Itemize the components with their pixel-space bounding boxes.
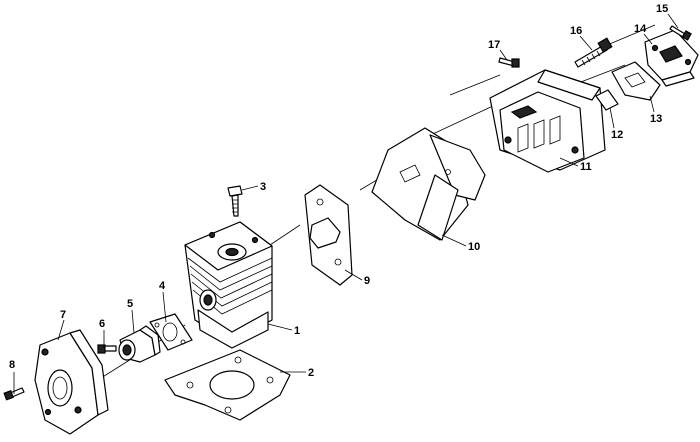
leader-lines (13, 13, 679, 394)
part-13-flange-gasket[interactable] (611, 61, 661, 101)
part-3-bolt[interactable] (227, 185, 243, 217)
part-2-base-gasket[interactable] (164, 349, 291, 421)
part-4-gasket[interactable] (149, 313, 193, 351)
label-part-2: 2 (308, 367, 314, 379)
label-part-11: 11 (580, 161, 592, 173)
part-15-screw[interactable] (669, 25, 692, 41)
part-1-cylinder[interactable] (184, 221, 273, 349)
label-part-12: 12 (611, 129, 623, 141)
label-part-6: 6 (99, 318, 105, 330)
part-12-gasket[interactable] (595, 89, 619, 111)
part-labels: 1 2 3 4 5 6 7 8 9 10 11 12 13 14 15 16 1… (9, 3, 668, 379)
label-part-7: 7 (60, 309, 66, 321)
part-11-muffler[interactable] (489, 69, 606, 173)
label-part-17: 17 (488, 39, 500, 51)
part-9-exhaust-gasket[interactable] (304, 184, 353, 286)
part-14-exhaust-flange[interactable] (644, 29, 699, 87)
label-part-13: 13 (650, 113, 662, 125)
label-part-8: 8 (9, 359, 15, 371)
part-7-intake-flange[interactable] (34, 329, 109, 435)
label-part-9: 9 (364, 275, 370, 287)
part-5-intake-fitting[interactable] (118, 325, 161, 363)
part-6-screw[interactable] (97, 344, 117, 354)
part-10-heat-shield[interactable] (371, 127, 486, 241)
label-part-1: 1 (294, 325, 300, 337)
label-part-14: 14 (634, 23, 647, 35)
label-part-3: 3 (260, 181, 266, 193)
label-part-10: 10 (468, 241, 480, 253)
label-part-16: 16 (570, 25, 582, 37)
label-part-5: 5 (127, 298, 133, 310)
label-part-4: 4 (159, 280, 166, 292)
part-16-long-bolt[interactable] (574, 37, 613, 68)
part-8-screw[interactable] (3, 387, 25, 401)
label-part-15: 15 (656, 3, 668, 15)
part-17-screw[interactable] (498, 57, 520, 68)
